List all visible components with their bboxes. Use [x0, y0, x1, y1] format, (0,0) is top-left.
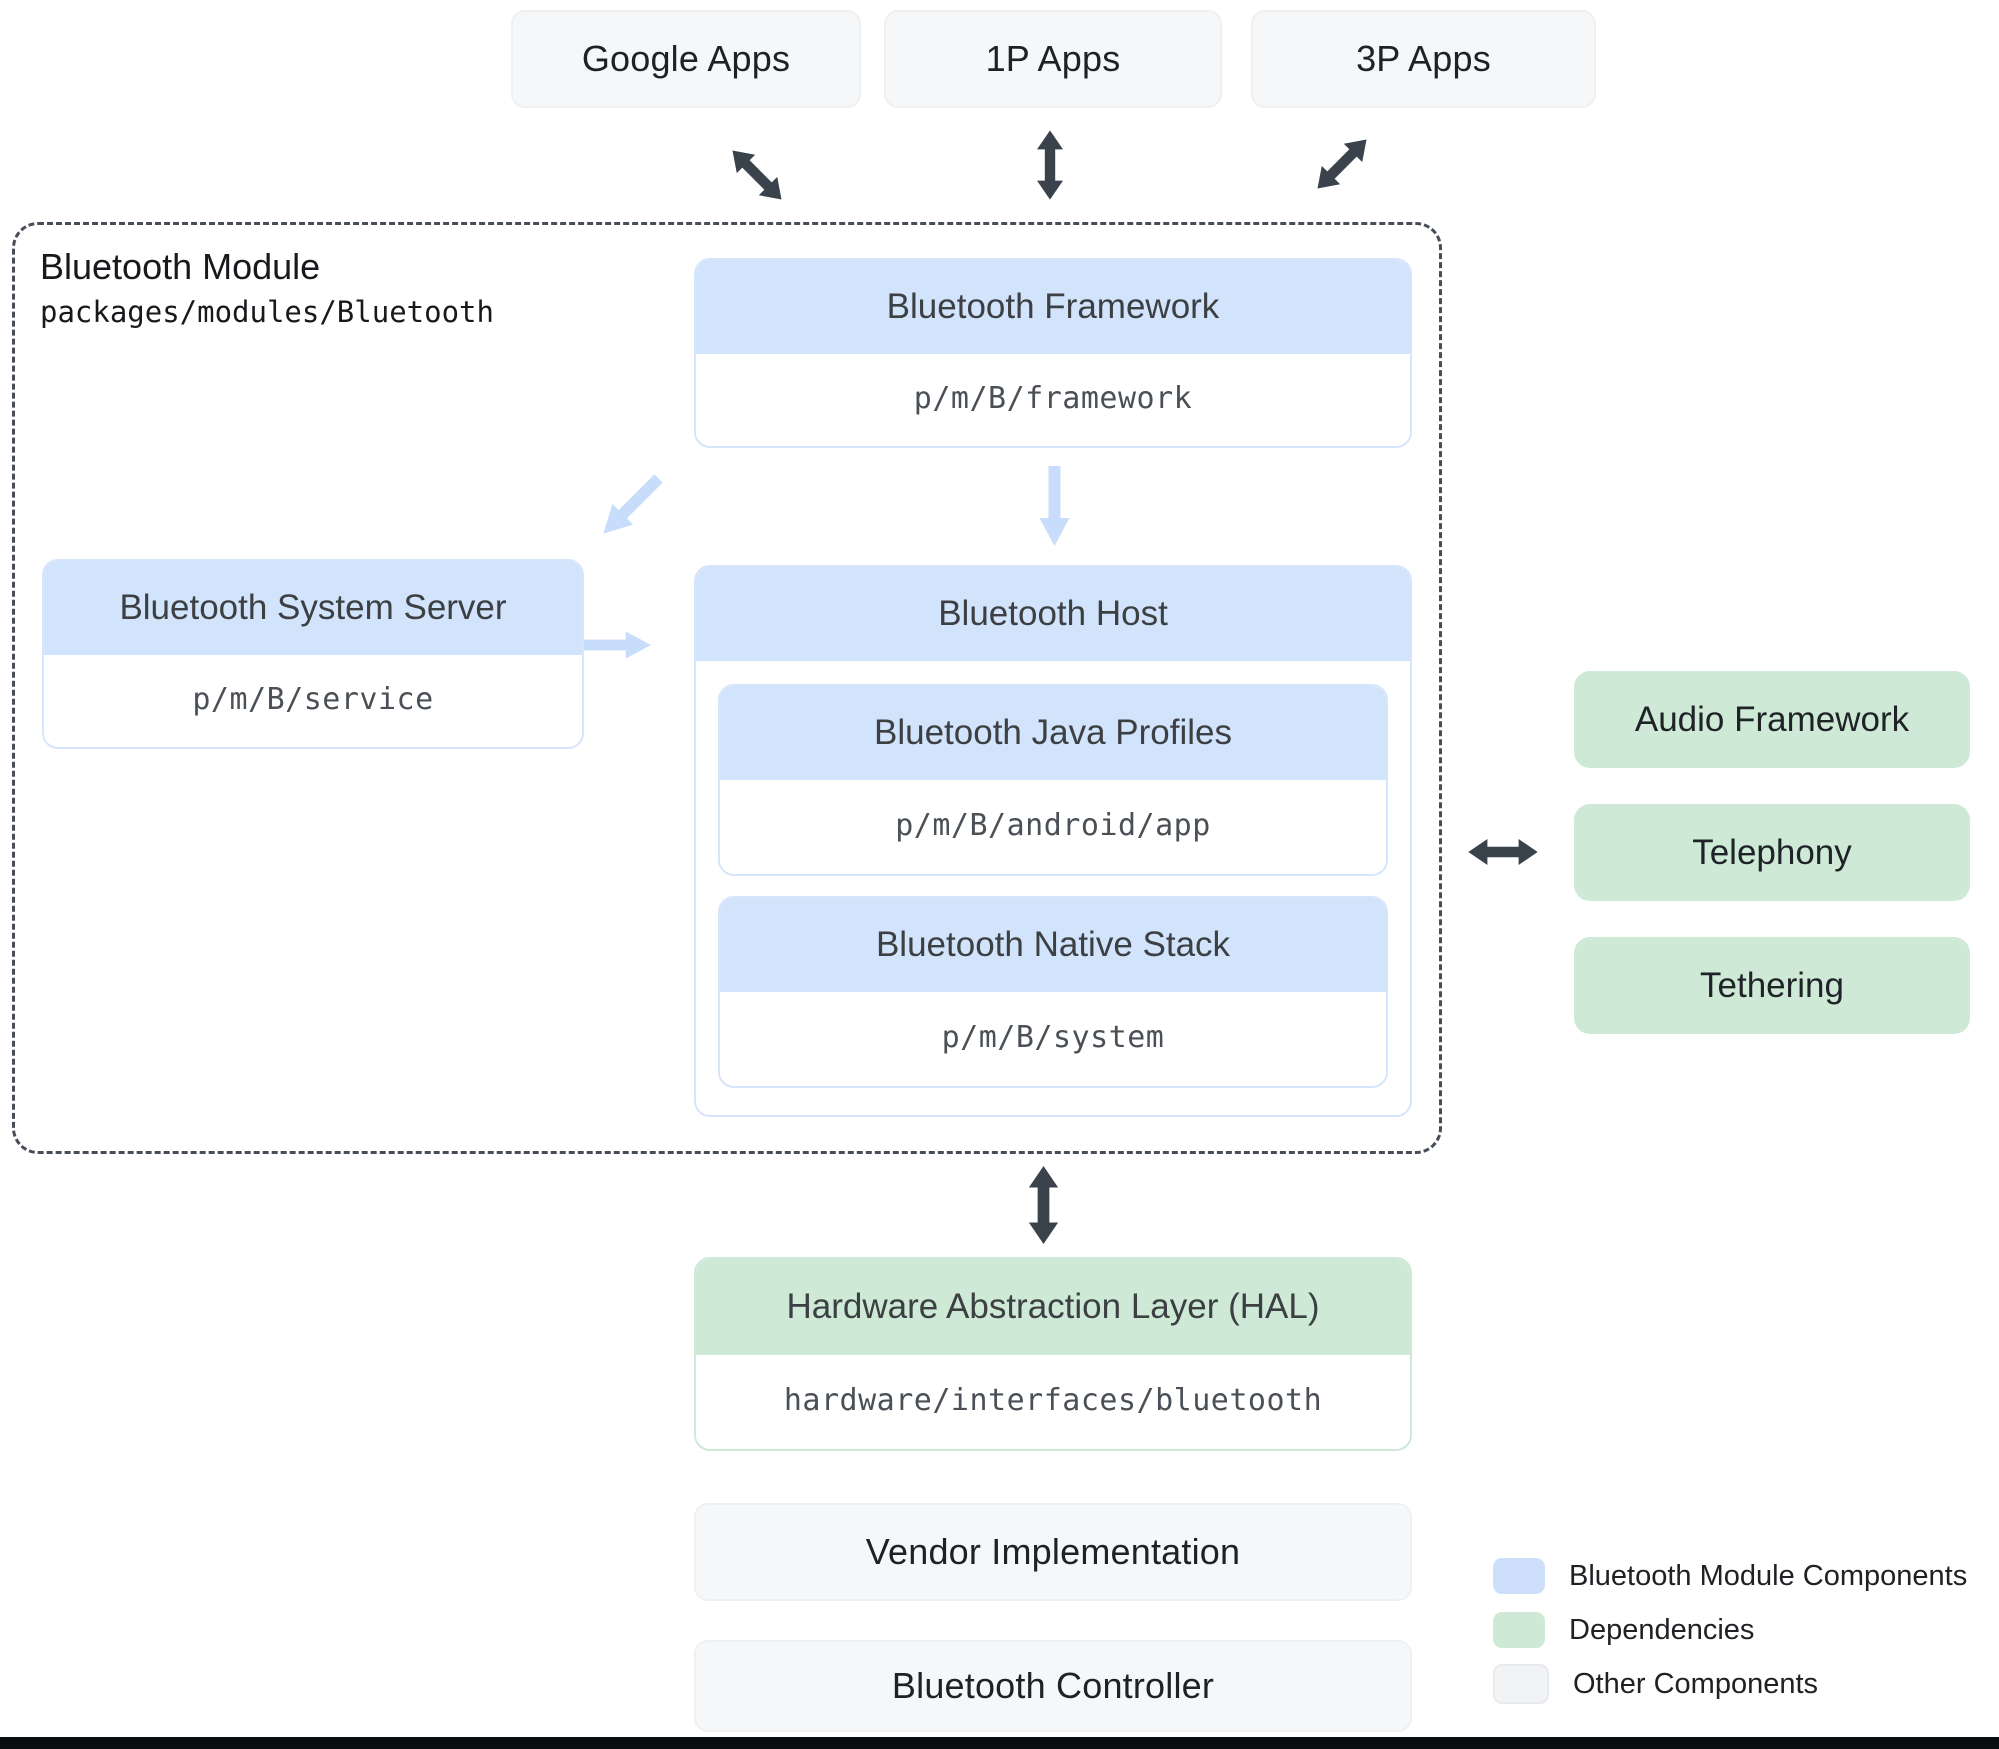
legend-dependencies-label: Dependencies: [1569, 1613, 1755, 1646]
framework-to-system-server-arrow-icon: [603, 474, 663, 534]
legend-gray-swatch-icon: [1493, 1664, 1549, 1704]
bluetooth-module-title: Bluetooth Module: [40, 246, 321, 287]
bluetooth-module-container: [12, 222, 1442, 1154]
3p-apps-label: 3P Apps: [1356, 38, 1491, 79]
framework-to-host-arrow-icon: [1039, 466, 1070, 546]
audio-framework-box: Audio Framework: [1574, 671, 1970, 768]
telephony-box: Telephony: [1574, 804, 1970, 901]
bluetooth-native-stack-path: p/m/B/system: [720, 992, 1386, 1082]
bluetooth-framework-path: p/m/B/framework: [696, 354, 1410, 442]
bluetooth-host-title: Bluetooth Host: [696, 567, 1410, 661]
bluetooth-controller-box: Bluetooth Controller: [694, 1640, 1412, 1732]
google-apps-label: Google Apps: [581, 38, 791, 79]
module-dependencies-bidirectional-arrow-icon: [1468, 839, 1538, 865]
legend-other-components-label: Other Components: [1573, 1667, 1819, 1700]
bluetooth-native-stack-title: Bluetooth Native Stack: [720, 898, 1386, 992]
1p-apps-label: 1P Apps: [985, 38, 1121, 79]
tethering-label: Tethering: [1700, 965, 1844, 1005]
vendor-implementation-label: Vendor Implementation: [865, 1531, 1241, 1572]
legend-row-dependencies: Dependencies: [1493, 1612, 1754, 1648]
hal-path: hardware/interfaces/bluetooth: [696, 1355, 1410, 1445]
hal-title: Hardware Abstraction Layer (HAL): [696, 1259, 1410, 1355]
bluetooth-system-server-path: p/m/B/service: [44, 655, 582, 743]
bluetooth-module-heading: Bluetooth Module packages/modules/Blueto…: [40, 246, 494, 329]
1p-apps-box: 1P Apps: [884, 10, 1222, 108]
hal-box: Hardware Abstraction Layer (HAL) hardwar…: [694, 1257, 1412, 1451]
legend-blue-swatch-icon: [1493, 1558, 1545, 1594]
bluetooth-framework-title: Bluetooth Framework: [696, 260, 1410, 354]
3p-apps-box: 3P Apps: [1251, 10, 1596, 108]
legend-green-swatch-icon: [1493, 1612, 1545, 1648]
telephony-label: Telephony: [1692, 832, 1852, 872]
bluetooth-native-stack-box: Bluetooth Native Stack p/m/B/system: [718, 896, 1388, 1088]
module-hal-bidirectional-arrow-icon: [1028, 1166, 1059, 1244]
vendor-implementation-box: Vendor Implementation: [694, 1503, 1412, 1601]
bluetooth-java-profiles-title: Bluetooth Java Profiles: [720, 686, 1386, 780]
audio-framework-label: Audio Framework: [1634, 699, 1910, 739]
bluetooth-framework-box: Bluetooth Framework p/m/B/framework: [694, 258, 1412, 448]
bluetooth-module-path: packages/modules/Bluetooth: [40, 295, 494, 330]
bluetooth-system-server-box: Bluetooth System Server p/m/B/service: [42, 559, 584, 749]
bluetooth-system-server-title: Bluetooth System Server: [44, 561, 582, 655]
bluetooth-controller-label: Bluetooth Controller: [891, 1665, 1215, 1706]
bluetooth-java-profiles-path: p/m/B/android/app: [720, 780, 1386, 870]
bluetooth-java-profiles-box: Bluetooth Java Profiles p/m/B/android/ap…: [718, 684, 1388, 876]
3p-apps-bidirectional-arrow-icon: [1317, 139, 1367, 189]
legend-module-components-label: Bluetooth Module Components: [1569, 1559, 1968, 1592]
google-apps-bidirectional-arrow-icon: [732, 150, 782, 200]
system-server-to-host-arrow-icon: [579, 631, 651, 659]
google-apps-box: Google Apps: [511, 10, 861, 108]
tethering-box: Tethering: [1574, 937, 1970, 1034]
bottom-border-bar: [0, 1737, 1999, 1749]
legend-row-other-components: Other Components: [1493, 1664, 1819, 1704]
1p-apps-bidirectional-arrow-icon: [1037, 130, 1063, 200]
legend-row-module-components: Bluetooth Module Components: [1493, 1558, 1967, 1594]
